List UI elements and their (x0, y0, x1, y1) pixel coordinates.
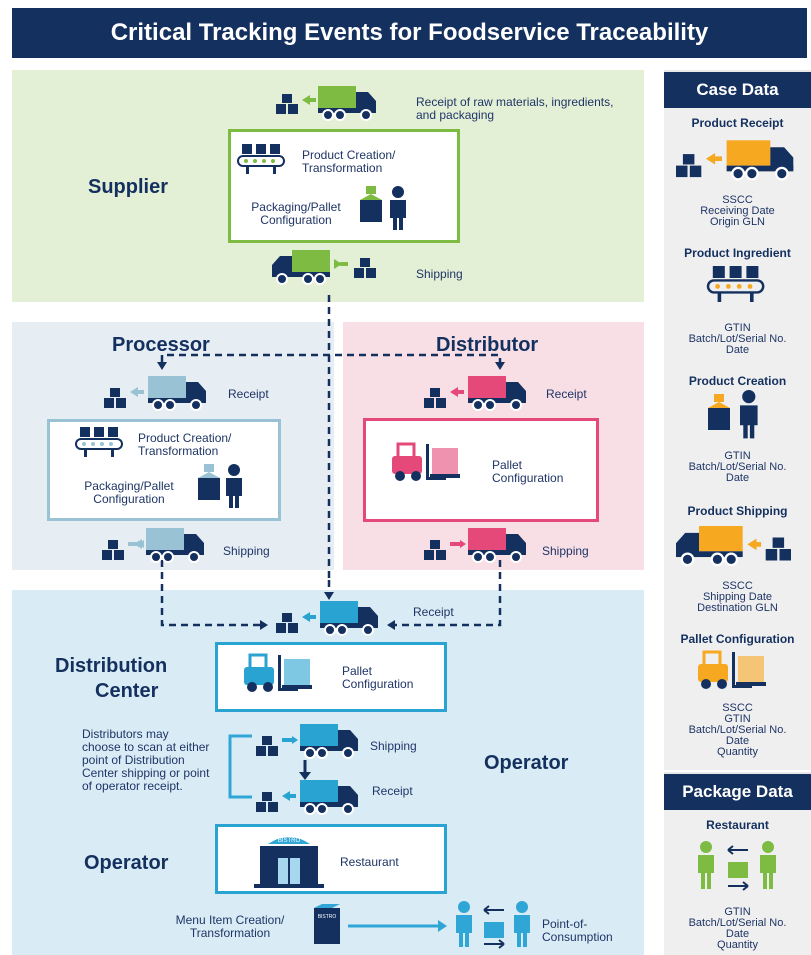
packaging-worker-icon (360, 186, 406, 230)
conveyor-icon (237, 143, 285, 175)
receipt-truck-icon (276, 85, 377, 121)
product-shipping-truck-icon (674, 524, 791, 567)
operator-receipt-text: Receipt (372, 784, 413, 798)
processor-label: Processor (112, 334, 210, 356)
operator-receipt-truck-icon (256, 779, 359, 815)
card-line: Origin GLN (709, 216, 766, 228)
card-line: Batch/Lot/Serial No. (688, 724, 787, 736)
card-pallet-configuration: Pallet Configuration SSCC GTIN Batch/Lot… (664, 622, 811, 772)
restaurant-box (215, 824, 447, 894)
menu-icon: BISTRO (314, 904, 340, 944)
card-title: Pallet Configuration (680, 632, 795, 646)
card-line: GTIN (724, 906, 751, 918)
processor-shipping-truck-icon (102, 527, 205, 563)
card-title: Product Shipping (687, 504, 788, 518)
supplier-shipping-text: Shipping (416, 267, 463, 281)
dc-pallet-text: Pallet Configuration (342, 664, 414, 691)
card-product-shipping: Product Shipping SSCC Shipping Date Dest… (664, 492, 811, 624)
restaurant-icon: BISTRO (254, 837, 324, 888)
processor-receipt-truck-icon (104, 375, 207, 411)
point-of-consumption-icon (456, 901, 530, 949)
card-product-creation: Product Creation GTIN Batch/Lot/Serial N… (664, 364, 811, 494)
processor-conveyor-icon (75, 426, 123, 458)
processor-creation-text: Product Creation/ Transformation (138, 431, 232, 458)
card-line: Batch/Lot/Serial No. (688, 333, 787, 345)
card-title: Product Ingredient (684, 246, 791, 260)
card-line: SSCC (722, 194, 753, 206)
dc-receipt-text: Receipt (413, 605, 454, 619)
product-receipt-truck-icon (676, 139, 795, 181)
supplier-label: Supplier (88, 176, 169, 198)
distributor-shipping-text: Shipping (542, 544, 589, 558)
processor-packaging-worker-icon (198, 464, 242, 508)
dc-shipping-truck-icon (256, 723, 359, 759)
processor-shipping-text: Shipping (223, 544, 270, 558)
card-title: Product Receipt (691, 116, 784, 130)
operator-label: Operator (84, 852, 169, 874)
card-line: SSCC (722, 702, 753, 714)
card-line: Date (725, 344, 750, 356)
package-data-header: Package Data (664, 774, 811, 810)
case-data-header: Case Data (664, 72, 811, 108)
forklift-icon (390, 442, 462, 483)
operator-side-label: Operator (484, 752, 569, 774)
supplier-packaging-text: Packaging/Pallet Configuration (251, 200, 341, 227)
restaurant-consumption-icon (698, 841, 776, 891)
card-line: Shipping Date (702, 591, 773, 603)
distributor-label: Distributor (436, 334, 539, 356)
dc-label-line2: Center (95, 680, 159, 702)
dc-shipping-text: Shipping (370, 739, 417, 753)
supplier-creation-text: Product Creation/ Transformation (302, 148, 396, 175)
card-line: Batch/Lot/Serial No. (688, 917, 787, 929)
card-line: GTIN (724, 322, 751, 334)
creation-worker-icon (708, 390, 758, 439)
distributor-pallet-box (363, 418, 599, 522)
ingredient-conveyor-icon (706, 264, 765, 304)
restaurant-text: Restaurant (340, 855, 399, 869)
card-line: Quantity (717, 746, 758, 758)
dc-forklift-icon (242, 653, 314, 694)
distributor-receipt-text: Receipt (546, 387, 587, 401)
card-product-ingredient: Product Ingredient GTIN Batch/Lot/Serial… (664, 236, 811, 366)
card-line: SSCC (722, 580, 753, 592)
card-line: Date (725, 472, 750, 484)
dc-label-line1: Distribution (55, 655, 168, 677)
distributor-receipt-truck-icon (424, 375, 527, 411)
card-restaurant: Restaurant GTIN Batch/Lot/Serial No. Dat… (664, 810, 811, 955)
card-line: GTIN (724, 713, 751, 725)
menu-creation-text: Menu Item Creation/ Transformation (175, 913, 285, 940)
menu-bistro-text: BISTRO (318, 914, 337, 920)
card-title: Restaurant (706, 818, 769, 832)
page-title: Critical Tracking Events for Foodservice… (12, 8, 807, 58)
supplier-receipt-text: Receipt of raw materials, ingredients, a… (416, 95, 614, 122)
card-line: Batch/Lot/Serial No. (688, 461, 787, 473)
card-line: Date (725, 735, 750, 747)
card-line: GTIN (724, 450, 751, 462)
processor-packaging-text: Packaging/Pallet Configuration (84, 479, 174, 506)
dc-note: Distributors may choose to scan at eithe… (82, 727, 210, 793)
bistro-sign: BISTRO (278, 838, 301, 844)
distributor-pallet-text: Pallet Configuration (492, 458, 564, 485)
card-title: Product Creation (688, 374, 787, 388)
supplier-process-box (228, 129, 460, 243)
distributor-shipping-truck-icon (424, 527, 527, 563)
dc-receipt-truck-icon (276, 600, 379, 636)
shipping-truck-icon (271, 249, 376, 285)
processor-receipt-text: Receipt (228, 387, 269, 401)
pallet-forklift-icon (696, 650, 768, 691)
card-line: Receiving Date (700, 205, 775, 217)
card-line: Destination GLN (697, 602, 778, 614)
card-line: Quantity (717, 939, 758, 951)
card-product-receipt: Product Receipt SSCC Receiving Date Orig… (664, 108, 811, 238)
card-line: Date (725, 928, 750, 940)
poc-text: Point-of- Consumption (542, 917, 613, 944)
